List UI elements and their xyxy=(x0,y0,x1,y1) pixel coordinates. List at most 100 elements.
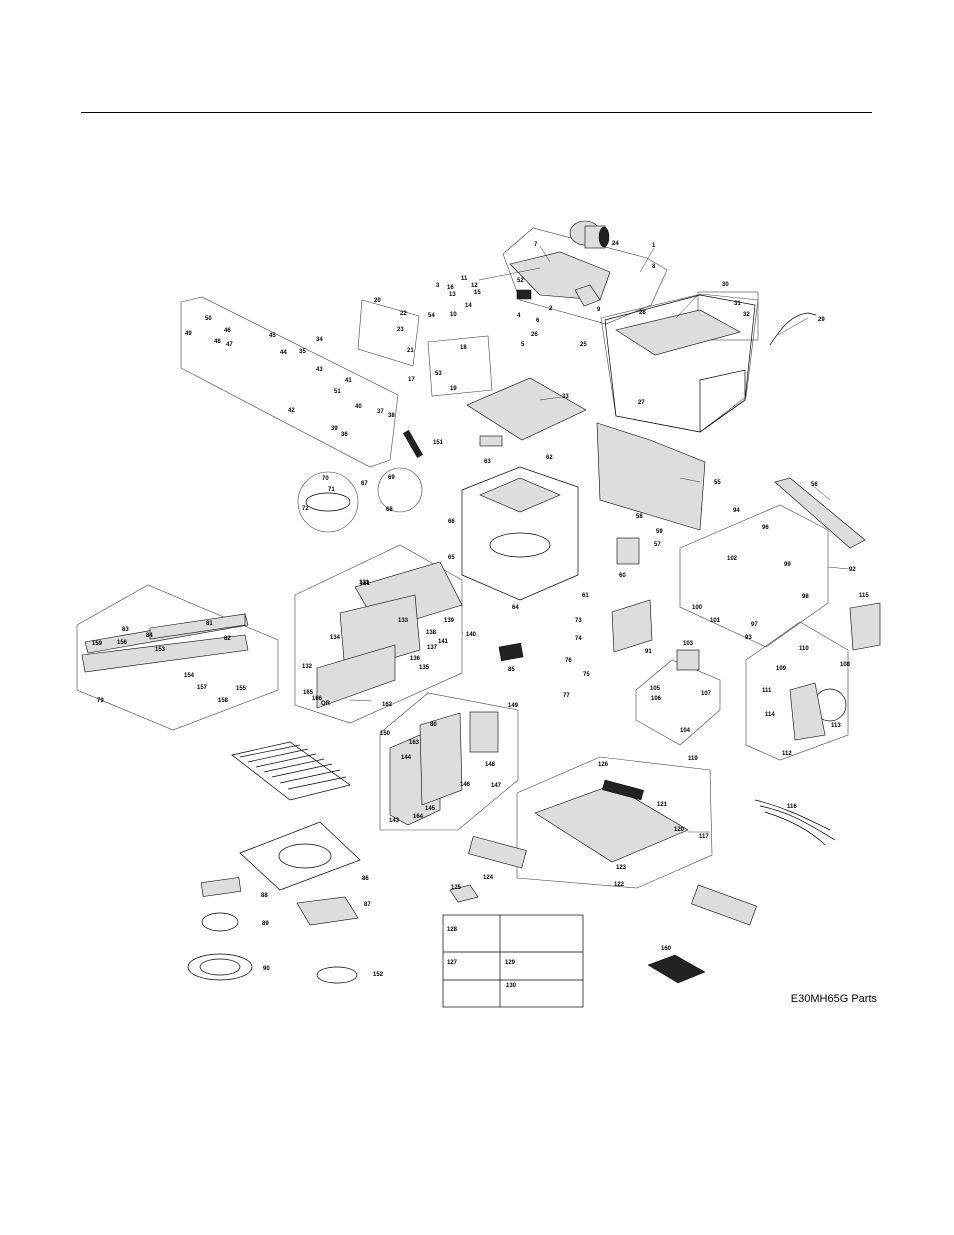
callout-label: 16 xyxy=(447,285,454,291)
callout-label: 73 xyxy=(575,618,582,624)
callout-label: 49 xyxy=(185,331,192,337)
callout-label: 71 xyxy=(328,487,335,493)
turntable-152-shape xyxy=(316,966,358,984)
callout-label: 67 xyxy=(361,481,368,487)
callout-label: 153 xyxy=(155,647,166,653)
callout-label: 2 xyxy=(549,306,553,312)
callout-label: 44 xyxy=(280,350,287,356)
callout-label: 166 xyxy=(312,696,323,702)
callout-label: 148 xyxy=(485,762,496,768)
callout-label: 50 xyxy=(205,316,212,322)
callout-label: 124 xyxy=(483,875,494,881)
turntable-hole xyxy=(278,843,332,869)
callout-label: 125 xyxy=(451,885,462,891)
callout-label: 59 xyxy=(656,529,663,535)
callout-label: 7 xyxy=(534,242,538,248)
callout-label: 77 xyxy=(563,693,570,699)
boundary-fan-108 xyxy=(745,621,849,761)
power-cord-shape xyxy=(769,312,817,346)
callout-label: 143 xyxy=(389,818,400,824)
fan-motor-shape xyxy=(569,220,610,249)
callout-label: 123 xyxy=(616,865,627,871)
boundary-box-17 xyxy=(427,335,493,397)
callout-label: 112 xyxy=(782,751,792,757)
control-strip-bottom xyxy=(81,634,249,673)
side-panel-shape xyxy=(596,422,706,531)
boundary-vent-117 xyxy=(516,756,713,889)
callout-label: 150 xyxy=(380,731,391,737)
oven-cavity-shape xyxy=(461,466,579,601)
callout-label: 72 xyxy=(302,506,309,512)
callout-label: 70 xyxy=(322,476,329,482)
vent-plate-shape xyxy=(534,784,689,863)
callout-label: 32 xyxy=(743,312,750,318)
callout-label: 161 xyxy=(360,581,371,587)
callout-label: 117 xyxy=(699,834,709,840)
callout-label: 93 xyxy=(745,635,752,641)
boundary-top-electrical xyxy=(502,227,668,325)
callout-label: 1 xyxy=(652,243,656,249)
callout-label: 23 xyxy=(397,327,404,333)
control-strip-trim xyxy=(149,613,246,640)
callout-label: 60 xyxy=(619,573,626,579)
callout-label: 27 xyxy=(638,400,645,406)
callout-label: 110 xyxy=(799,646,809,652)
pcb-148-shape xyxy=(469,711,499,753)
callout-label: 88 xyxy=(261,893,268,899)
callout-label: 9 xyxy=(597,307,601,313)
boundary-latch-bracket xyxy=(180,296,399,468)
callout-label: 122 xyxy=(614,882,625,888)
callout-label: 25 xyxy=(580,342,587,348)
callout-label: 57 xyxy=(654,542,661,548)
callout-label: 75 xyxy=(583,672,590,678)
boundary-control-150 xyxy=(379,692,519,831)
cabinet-side-shape xyxy=(699,369,746,433)
callout-label: 62 xyxy=(546,455,553,461)
boundary-motor-20 xyxy=(357,299,420,367)
callout-label: 87 xyxy=(364,902,371,908)
callout-label: 102 xyxy=(727,556,738,562)
callout-label: 98 xyxy=(802,594,809,600)
boundary-trans-104 xyxy=(635,659,721,746)
callout-label: 128 xyxy=(447,927,458,933)
callout-label: 85 xyxy=(508,667,515,673)
callout-label: 131 xyxy=(359,580,370,586)
callout-label: 22 xyxy=(400,311,407,317)
tray-shape xyxy=(305,492,351,512)
callout-label: 111 xyxy=(762,688,772,694)
callout-label: 97 xyxy=(751,622,758,628)
callout-label: 48 xyxy=(214,339,221,345)
callout-label: 82 xyxy=(224,636,231,642)
callout-label: 159 xyxy=(92,641,103,647)
callout-label: 119 xyxy=(688,756,698,762)
callout-label: 84 xyxy=(146,633,153,639)
grille-85-shape xyxy=(498,642,524,662)
callout-label: 157 xyxy=(197,685,208,691)
cavity-floor-ring xyxy=(489,532,551,558)
callout-label: 113 xyxy=(831,723,841,729)
cabinet-top-shape xyxy=(615,309,741,356)
callout-label: 133 xyxy=(398,618,409,624)
callout-label: 37 xyxy=(377,409,384,415)
callout-label: 46 xyxy=(224,328,231,334)
callout-label: 12 xyxy=(471,283,478,289)
callout-label: 35 xyxy=(299,349,306,355)
callout-label: 40 xyxy=(355,404,362,410)
callout-label: 42 xyxy=(288,408,295,414)
callout-label: 155 xyxy=(236,686,247,692)
callout-label: 162 xyxy=(382,702,393,708)
board-91-shape xyxy=(611,599,653,653)
callout-label: 29 xyxy=(818,317,825,323)
callout-label: 18 xyxy=(460,345,467,351)
callout-label: 54 xyxy=(428,313,435,319)
callout-label: 38 xyxy=(388,413,395,419)
boundary-motor-67 xyxy=(377,467,423,513)
filter-124-left xyxy=(468,835,527,869)
callout-label: 149 xyxy=(508,703,519,709)
filter-124-right xyxy=(691,884,757,926)
callout-label: 65 xyxy=(448,555,455,561)
callout-label: 106 xyxy=(651,696,662,702)
callout-label: 145 xyxy=(425,806,436,812)
callout-label: 45 xyxy=(269,333,276,339)
